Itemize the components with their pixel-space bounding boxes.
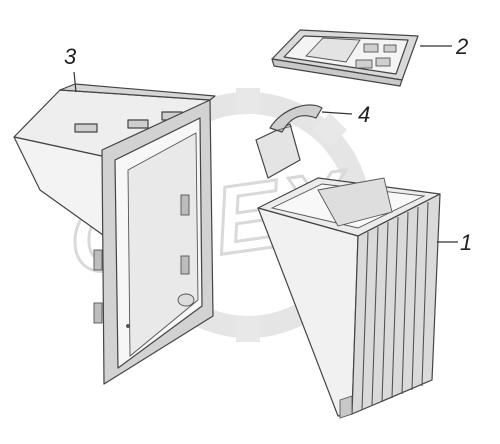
callout-2: 2 bbox=[420, 34, 468, 59]
ribs bbox=[361, 201, 429, 411]
callout-1: 1 bbox=[437, 230, 472, 255]
part-4-clip bbox=[255, 104, 323, 179]
part-1-ribbed-housing bbox=[257, 177, 441, 419]
callout-3: 3 bbox=[64, 44, 77, 93]
part-3-housing bbox=[13, 83, 216, 385]
callout-label-2: 2 bbox=[455, 34, 468, 59]
callout-4: 4 bbox=[321, 102, 370, 127]
callout-label-1: 1 bbox=[460, 230, 472, 255]
callout-label-4: 4 bbox=[358, 102, 370, 127]
callout-label-3: 3 bbox=[64, 44, 77, 69]
part-2-cover bbox=[271, 29, 419, 87]
